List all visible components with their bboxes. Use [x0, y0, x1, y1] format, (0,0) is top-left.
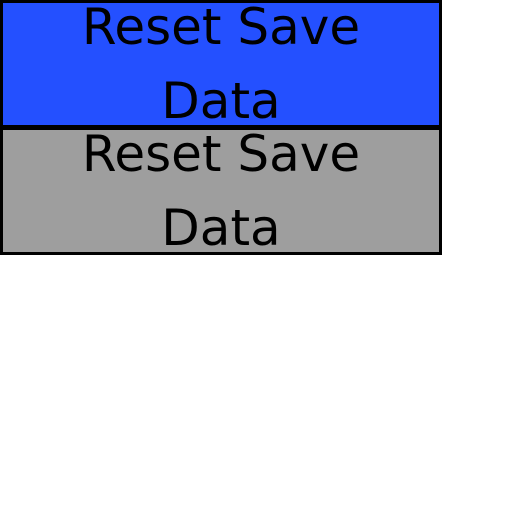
reset-save-data-button[interactable]: Reset Save Data: [0, 125, 442, 257]
reset-button-panel: Reset Save Data Reset Save Data: [0, 0, 442, 257]
reset-save-data-label: Reset Save Data: [81, 125, 361, 257]
reset-save-data-button-highlighted[interactable]: Reset Save Data: [0, 0, 442, 130]
reset-save-data-label: Reset Save Data: [81, 0, 361, 130]
